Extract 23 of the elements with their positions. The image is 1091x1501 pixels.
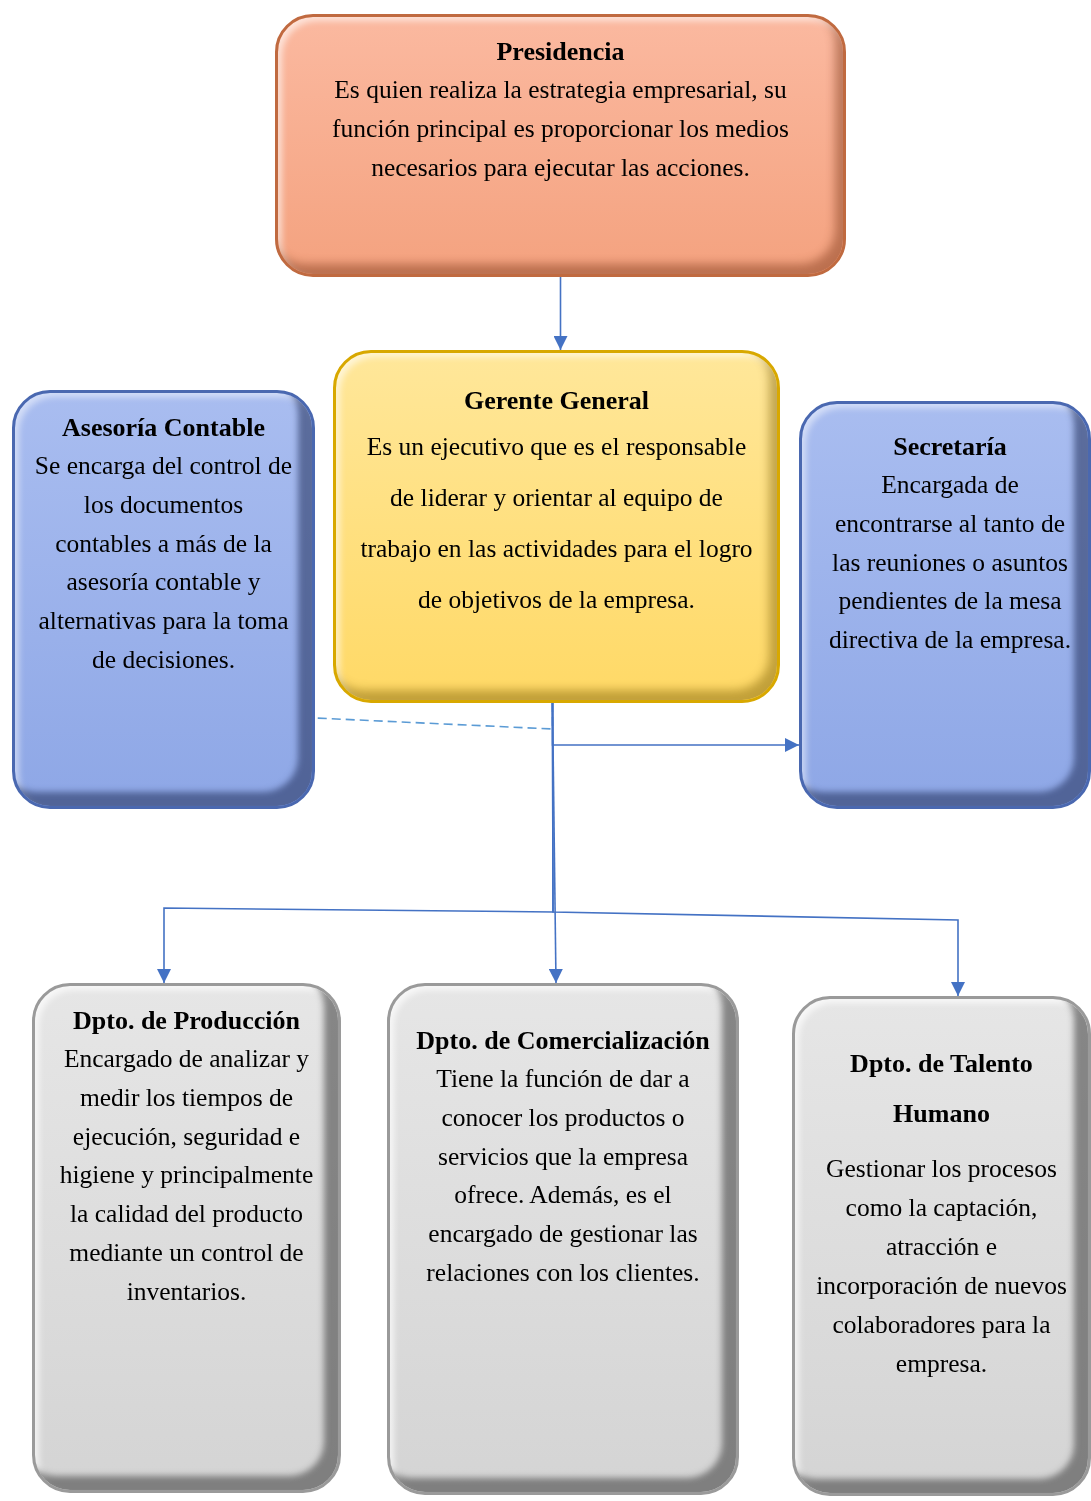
node-title: Secretaría [893, 431, 1007, 463]
node-description: Encargada de encontrarse al tanto de las reuniones o asuntos pendientes de la mesa directiva de la empresa. [827, 469, 1073, 657]
arrow [553, 276, 568, 351]
general-manager-box [333, 350, 780, 703]
node-title: Dpto. de Talento Humano [849, 1048, 1034, 1130]
node-title: Dpto. de Producción [73, 1005, 300, 1037]
node-description: Tiene la función de dar a conocer los productos o servicios que la empresa ofrece. Además, es el encargado de gestionar las relaciones con los clientes. [425, 1063, 701, 1289]
secretary-box [799, 401, 1091, 809]
sales-box [387, 983, 739, 1495]
node-description: Encargado de analizar y medir los tiempos de ejecución, seguridad e higiene y principalmente la calidad del producto mediante un control de inventarios. [58, 1043, 315, 1308]
talent-box [792, 996, 1091, 1496]
node-title: Gerente General [463, 385, 650, 417]
node-description: Es quien realiza la estrategia empresarial, su función principal es proporcionar los medios necesarios para ejecutar las acciones. [331, 74, 790, 184]
presidency-box [275, 14, 846, 277]
arrow [551, 702, 965, 997]
node-description: Gestionar los procesos como la captación, atracción e incorporación de nuevos colaboradores para la empresa. [815, 1153, 1068, 1380]
node-description: Se encarga del control de los documentos contables a más de la asesoría contable y alternativas para la toma de decisiones. [33, 450, 294, 676]
advisory-box [12, 390, 315, 809]
node-title: Dpto. de Comercialización [416, 1025, 710, 1057]
node-description: Es un ejecutivo que es el responsable de liderar y orientar al equipo de trabajo en las actividades para el logro de objetivos de la empresa. [359, 431, 754, 616]
node-title: Presidencia [496, 36, 625, 68]
node-title: Asesoría Contable [62, 412, 265, 444]
production-box [32, 983, 341, 1493]
